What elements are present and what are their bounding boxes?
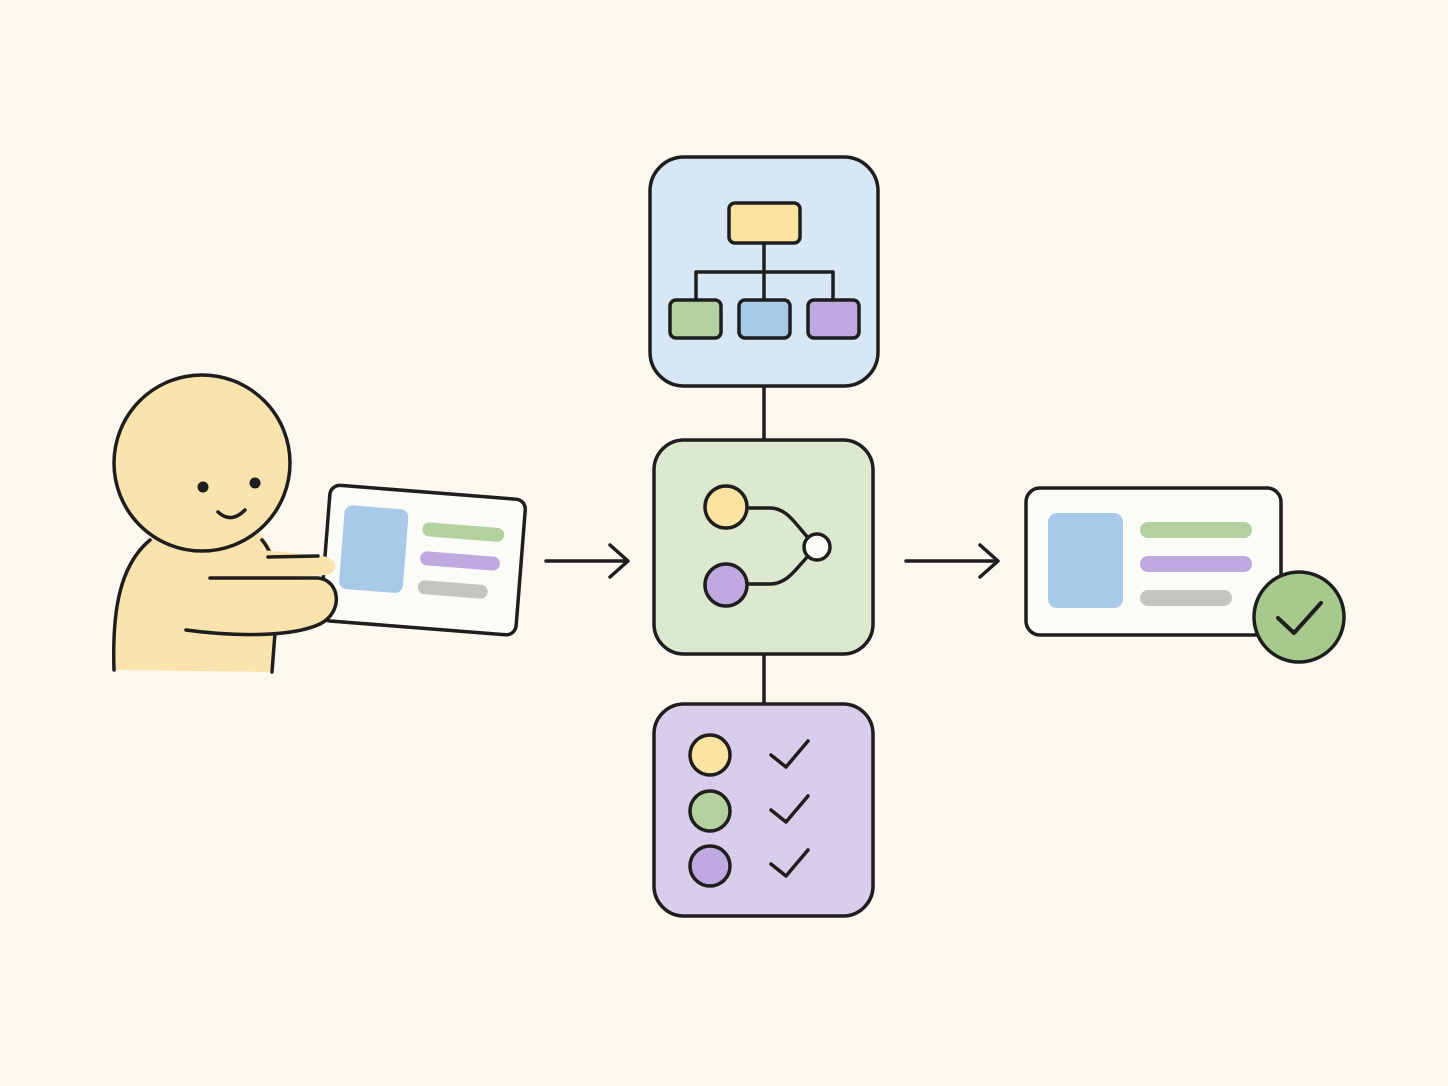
merge-nodes-icon [703, 484, 832, 608]
checklist-dot-green [688, 789, 732, 833]
output-card-line-gray [1140, 590, 1232, 606]
output-card-line-green [1140, 522, 1252, 538]
output-card-line-purple [1140, 556, 1252, 572]
person-arm-upper-outline [266, 554, 320, 559]
person-smile [216, 508, 247, 520]
input-card-line-green [422, 522, 505, 542]
person-arm-lower [186, 578, 337, 635]
person-head [112, 373, 292, 553]
merge-panel-frame [652, 438, 875, 656]
output-card-image [1048, 513, 1123, 608]
person-arm-lower-outline [184, 576, 338, 637]
input-card-image [339, 505, 409, 593]
checklist-panel-frame [652, 702, 875, 918]
input-card-line-purple [420, 551, 500, 571]
input-card [318, 483, 528, 637]
person-eye-left [197, 481, 209, 493]
person-body-left-outline [111, 538, 152, 672]
check-icon [769, 848, 810, 878]
person-holding-card-icon [111, 373, 528, 674]
check-icon [769, 794, 810, 824]
check-circle-icon [1252, 570, 1346, 664]
hierarchy-tree-icon [668, 201, 861, 340]
checklist-panel [652, 702, 875, 918]
checklist-dot-purple [688, 844, 732, 888]
person-eye-right [249, 477, 261, 489]
checklist-dot-yellow [688, 733, 732, 777]
merge-panel [652, 438, 875, 656]
output-card [1024, 486, 1346, 664]
input-card-line-gray [417, 580, 488, 599]
check-icon [769, 739, 810, 769]
hierarchy-panel [648, 155, 880, 388]
arrow-right-icon [544, 543, 630, 579]
arrow-right-icon [904, 543, 1000, 579]
checklist-icon [688, 733, 810, 888]
